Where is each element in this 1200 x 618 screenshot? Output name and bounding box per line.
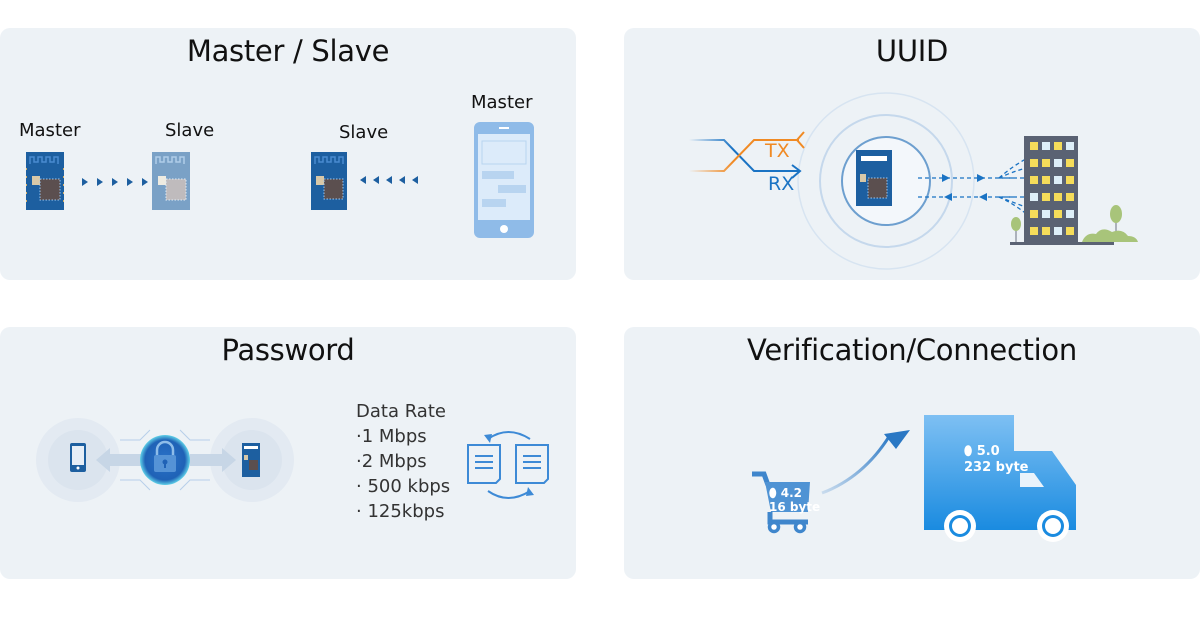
rx-label: RX bbox=[768, 173, 795, 195]
arrow-left-icon bbox=[96, 448, 142, 472]
arrow-right-dots-icon bbox=[82, 178, 148, 186]
verification-diagram bbox=[752, 415, 1076, 542]
data-rate-list: Data Rate ·1 Mbps ·2 Mbps · 500 kbps · 1… bbox=[356, 399, 450, 524]
truck-version: 5.0 bbox=[976, 444, 1000, 459]
data-rate-item: · 125kbps bbox=[356, 501, 445, 522]
slave-label: Slave bbox=[339, 122, 389, 143]
signal-lines-icon bbox=[689, 131, 805, 179]
master-slave-card: Master / Slave Master Slave Slave Master bbox=[0, 28, 576, 280]
uuid-diagram bbox=[689, 92, 1138, 270]
shopping-cart-icon bbox=[752, 471, 810, 534]
cart-label: ⬮ 4.2 16 byte bbox=[769, 486, 820, 514]
document-sync-icon bbox=[467, 431, 549, 499]
master-label: Master bbox=[471, 92, 533, 113]
smartphone-icon bbox=[474, 122, 534, 238]
slave-label: Slave bbox=[165, 120, 215, 141]
data-rate-item: ·1 Mbps bbox=[356, 426, 427, 447]
truck-icon bbox=[924, 415, 1076, 542]
arrow-left-dots-icon bbox=[360, 176, 418, 184]
data-rate-heading: Data Rate bbox=[356, 401, 446, 422]
cart-version: 4.2 bbox=[780, 486, 802, 500]
bluetooth-icon: ⬮ bbox=[964, 444, 973, 459]
tree-icon bbox=[1011, 205, 1138, 242]
padlock-icon bbox=[140, 435, 190, 485]
truck-label: ⬮ 5.0 232 byte bbox=[964, 444, 1028, 476]
arrow-right-icon bbox=[190, 448, 236, 472]
ble-module-icon bbox=[26, 152, 64, 210]
uuid-card: UUID bbox=[624, 28, 1200, 280]
ble-module-faded-icon bbox=[152, 152, 190, 210]
master-label: Master bbox=[19, 120, 81, 141]
password-card: Password bbox=[0, 327, 576, 579]
cart-size: 16 byte bbox=[769, 500, 821, 514]
card-title: UUID bbox=[875, 34, 949, 68]
data-rate-item: · 500 kbps bbox=[356, 476, 451, 497]
card-title: Verification/Connection bbox=[747, 333, 1077, 367]
verification-connection-card: Verification/Connection ⬮ 4.2 bbox=[624, 327, 1200, 579]
card-title: Password bbox=[221, 333, 355, 367]
ble-module-icon bbox=[856, 150, 892, 206]
data-rate-item: ·2 Mbps bbox=[356, 451, 427, 472]
ble-module-icon bbox=[311, 152, 347, 210]
building-icon bbox=[1010, 136, 1114, 245]
encryption-diagram bbox=[36, 418, 294, 502]
curved-arrow-icon bbox=[821, 434, 892, 495]
smartphone-icon bbox=[70, 443, 86, 472]
bluetooth-icon: ⬮ bbox=[769, 486, 777, 500]
card-title: Master / Slave bbox=[186, 34, 390, 68]
truck-size: 232 byte bbox=[964, 460, 1029, 475]
tx-label: TX bbox=[765, 140, 790, 162]
ble-module-icon bbox=[242, 443, 260, 477]
